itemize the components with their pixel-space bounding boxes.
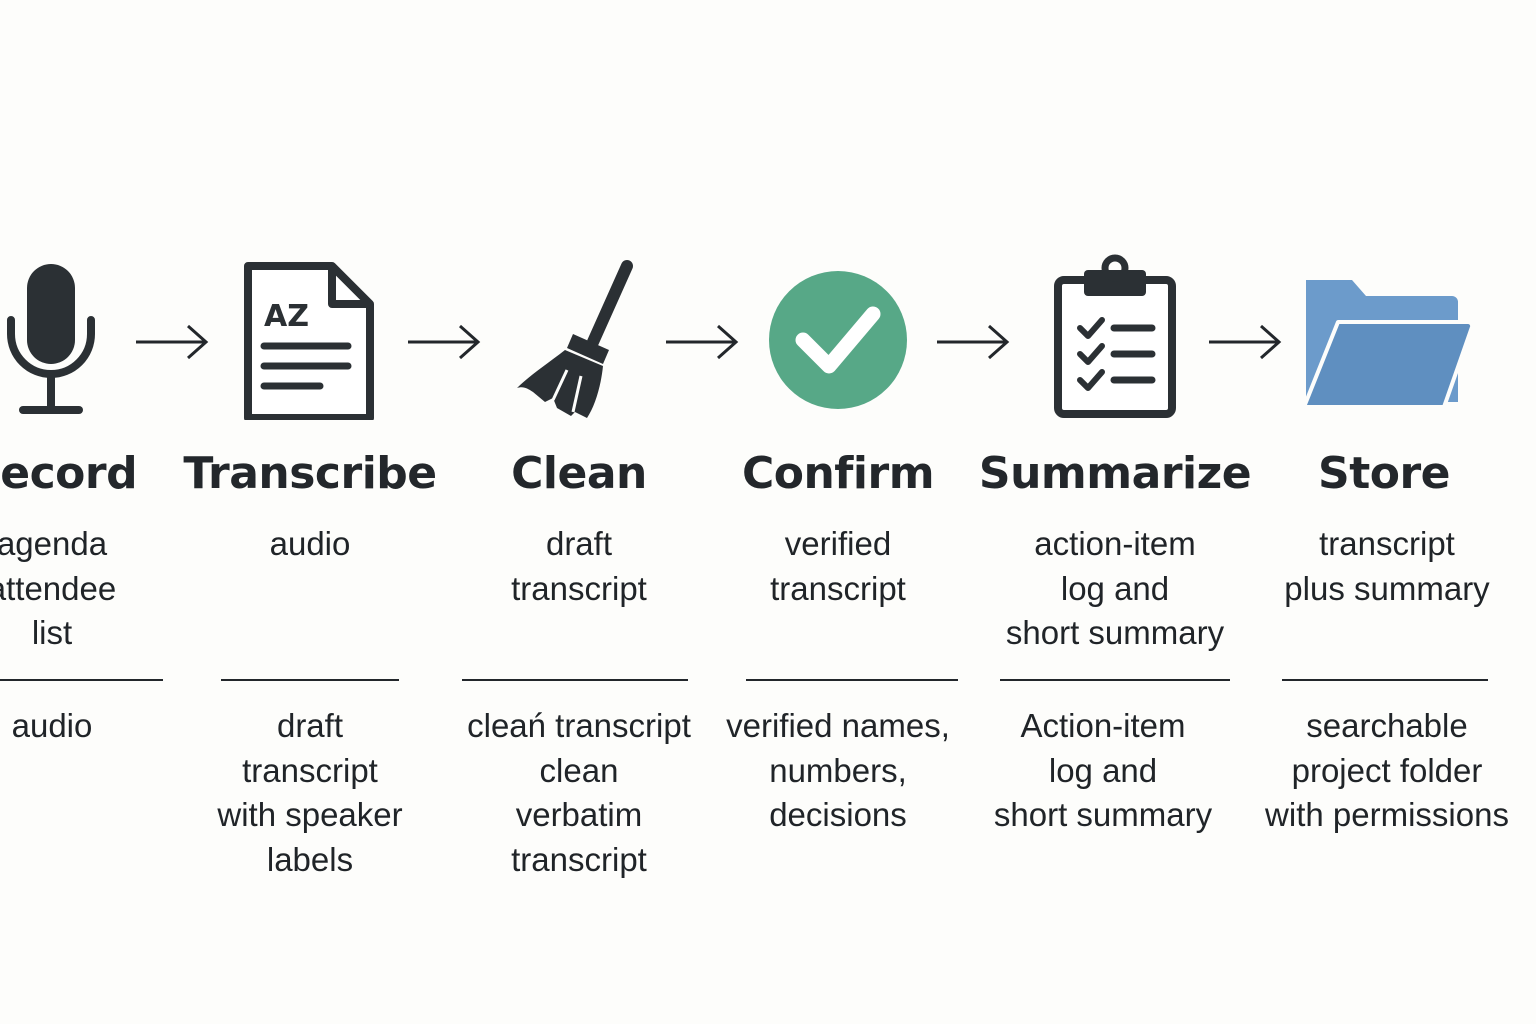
- input-line: log and: [1060, 569, 1170, 607]
- output-line: cleań transcript: [467, 707, 691, 744]
- output-line: decisions: [769, 796, 907, 833]
- output-line: with speaker: [217, 796, 403, 833]
- input-line: agenda: [0, 525, 108, 562]
- step-title: Record: [0, 448, 138, 499]
- step-title: Clean: [511, 448, 647, 499]
- step-summarize: Summarize action-item log and short summ…: [979, 0, 1252, 1024]
- divider-summarize: [1000, 679, 1230, 681]
- output-line: Action-item: [1020, 707, 1186, 744]
- output-line: short summary: [993, 796, 1213, 833]
- step-output: cleań transcript clean verbatim transcri…: [389, 704, 769, 882]
- step-input: transcript plus summary: [1197, 522, 1536, 611]
- input-line: transcript: [511, 569, 647, 607]
- input-line: plus summary: [1284, 569, 1490, 607]
- output-line: transcript: [511, 840, 647, 878]
- output-line: transcript: [242, 751, 378, 789]
- step-transcribe: AZ Transcribe audio draft transcript wit…: [180, 0, 440, 1024]
- document-az-icon: AZ: [180, 250, 440, 430]
- output-line: searchable: [1306, 707, 1468, 744]
- arrow-icon: [136, 324, 209, 360]
- step-output: audio: [0, 704, 242, 749]
- folder-icon: [1254, 250, 1514, 430]
- step-clean: Clean draft transcript cleań transcript …: [449, 0, 709, 1024]
- output-line: verified names,: [726, 707, 950, 744]
- input-line: short summary: [1005, 614, 1225, 651]
- input-line: attendee: [0, 569, 117, 607]
- output-line: project folder: [1291, 751, 1483, 789]
- divider-record: [0, 679, 163, 681]
- step-store: Store transcript plus summary searchable…: [1254, 0, 1514, 1024]
- input-line: action-item: [1034, 525, 1196, 562]
- arrow-icon: [1209, 324, 1282, 360]
- divider-clean: [462, 679, 688, 681]
- microphone-icon: [0, 250, 182, 430]
- divider-confirm: [746, 679, 958, 681]
- input-line: list: [31, 614, 73, 651]
- step-output: Action-item log and short summary: [913, 704, 1293, 838]
- step-input: action-item log and short summary: [925, 522, 1305, 656]
- divider-store: [1282, 679, 1488, 681]
- step-output: searchable project folder with permissio…: [1197, 704, 1536, 838]
- input-line: transcript: [1319, 525, 1455, 562]
- output-line: log and: [1048, 751, 1158, 789]
- arrow-icon: [408, 324, 481, 360]
- input-line: verified: [784, 525, 892, 562]
- output-line: audio: [11, 707, 93, 744]
- step-output: draft transcript with speaker labels: [120, 704, 500, 882]
- step-record: Record agenda attendee list audio: [0, 0, 182, 1024]
- step-title: Confirm: [741, 448, 935, 499]
- arrow-icon: [666, 324, 739, 360]
- step-title: Transcribe: [183, 448, 437, 499]
- output-line: verbatim: [515, 796, 643, 833]
- step-input: draft transcript: [389, 522, 769, 611]
- broom-icon: [449, 250, 709, 430]
- step-title: Store: [1318, 448, 1451, 499]
- check-circle-icon: [708, 250, 968, 430]
- output-line: with permissions: [1265, 796, 1509, 833]
- az-glyph: AZ: [264, 299, 309, 334]
- step-confirm: Confirm verified transcript verified nam…: [708, 0, 968, 1024]
- input-line: draft: [545, 525, 613, 562]
- output-line: labels: [266, 840, 354, 878]
- divider-transcribe: [221, 679, 399, 681]
- step-input: audio: [120, 522, 500, 567]
- input-line: transcript: [770, 569, 906, 607]
- step-input: agenda attendee list: [0, 522, 242, 656]
- output-line: draft: [276, 707, 344, 744]
- clipboard-checklist-icon: [985, 250, 1245, 430]
- arrow-icon: [937, 324, 1010, 360]
- output-line: clean: [539, 751, 619, 789]
- step-title: Summarize: [978, 448, 1252, 499]
- step-output: verified names, numbers, decisions: [648, 704, 1028, 838]
- input-line: audio: [269, 525, 351, 562]
- output-line: numbers,: [769, 751, 907, 789]
- step-input: verified transcript: [648, 522, 1028, 611]
